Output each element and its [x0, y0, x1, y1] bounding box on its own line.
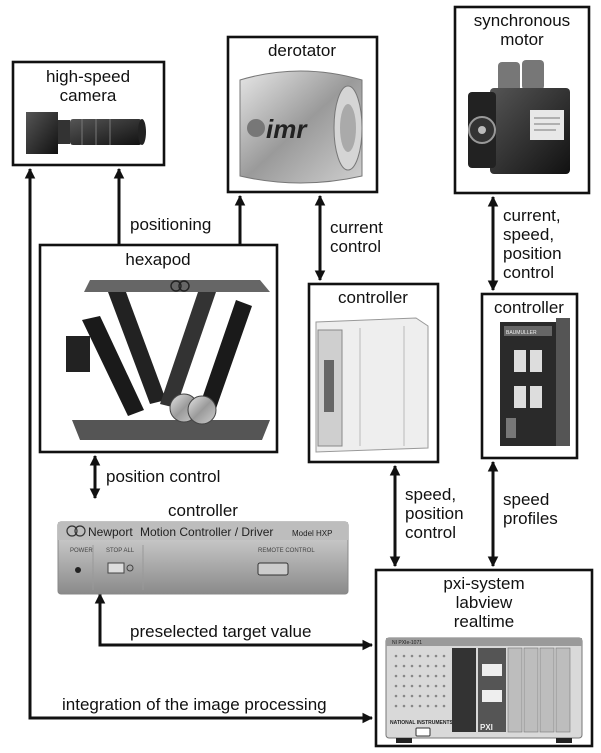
power-label: POWER — [70, 548, 93, 554]
derotator-title: derotator — [268, 41, 336, 60]
newport-model-text: Model HXP — [292, 529, 332, 538]
pxi-model-text: NI PXIe-1071 — [392, 640, 422, 646]
controller-hexapod-title: controller — [168, 501, 238, 520]
pxi-title-line1: pxi-system — [443, 574, 524, 593]
hexapod-title: hexapod — [125, 250, 190, 269]
motor-control-label-line3: position — [503, 244, 562, 263]
image-processing-label: integration of the image processing — [62, 695, 327, 714]
controller-derotator-title: controller — [338, 288, 408, 307]
arrow-image-processing — [24, 167, 374, 724]
controller-motor-title: controller — [494, 298, 564, 317]
hexapod-image — [66, 280, 270, 440]
pxi-title-line3: realtime — [454, 612, 514, 631]
db9-connector — [257, 562, 289, 576]
speed-profiles-label-line1: speed — [503, 490, 549, 509]
imr-logo-text: imr — [266, 114, 308, 144]
pxi-vent-grid — [394, 654, 446, 708]
stop-all-label: STOP ALL — [106, 548, 135, 554]
current-control-label-line2: control — [330, 237, 381, 256]
hexapod-controller-unit: Newport Motion Controller / Driver Model… — [57, 521, 349, 595]
speed-position-control-label-line1: speed, — [405, 485, 456, 504]
power-indicator — [75, 567, 81, 573]
motor-control-label-line2: speed, — [503, 225, 554, 244]
derotator-image: imr — [239, 70, 363, 184]
ni-brand-text: NATIONAL INSTRUMENTS — [390, 720, 454, 726]
speed-position-control-label-line2: position — [405, 504, 464, 523]
motor-controller-image: BAUMULLER — [500, 318, 570, 446]
current-control-label-line1: current — [330, 218, 383, 237]
pxi-image: NI PXIe-1071 NATIONAL INSTRUMENTS PXI — [385, 637, 583, 743]
motor-title-line1: synchronous — [474, 11, 570, 30]
positioning-label: positioning — [130, 215, 211, 234]
speed-position-control-label-line3: control — [405, 523, 456, 542]
position-control-label: position control — [106, 467, 220, 486]
newport-brand-text: Newport — [88, 525, 133, 539]
baumuller-brand-text: BAUMULLER — [506, 330, 537, 336]
motor-title-line2: motor — [500, 30, 544, 49]
motor-control-label-line1: current, — [503, 206, 561, 225]
remote-control-label: REMOTE CONTROL — [258, 548, 315, 554]
motor-image — [468, 60, 570, 174]
newport-product-text: Motion Controller / Driver — [140, 525, 273, 539]
camera-title-line1: high-speed — [46, 67, 130, 86]
preselected-target-label: preselected target value — [130, 622, 311, 641]
speed-profiles-label-line2: profiles — [503, 509, 558, 528]
motor-control-label-line4: control — [503, 263, 554, 282]
camera-image — [26, 112, 146, 154]
derotator-controller-image — [315, 317, 429, 453]
pxi-title-line2: labview — [456, 593, 513, 612]
pxi-chassis-label: PXI — [480, 723, 493, 732]
camera-title-line2: camera — [60, 86, 117, 105]
